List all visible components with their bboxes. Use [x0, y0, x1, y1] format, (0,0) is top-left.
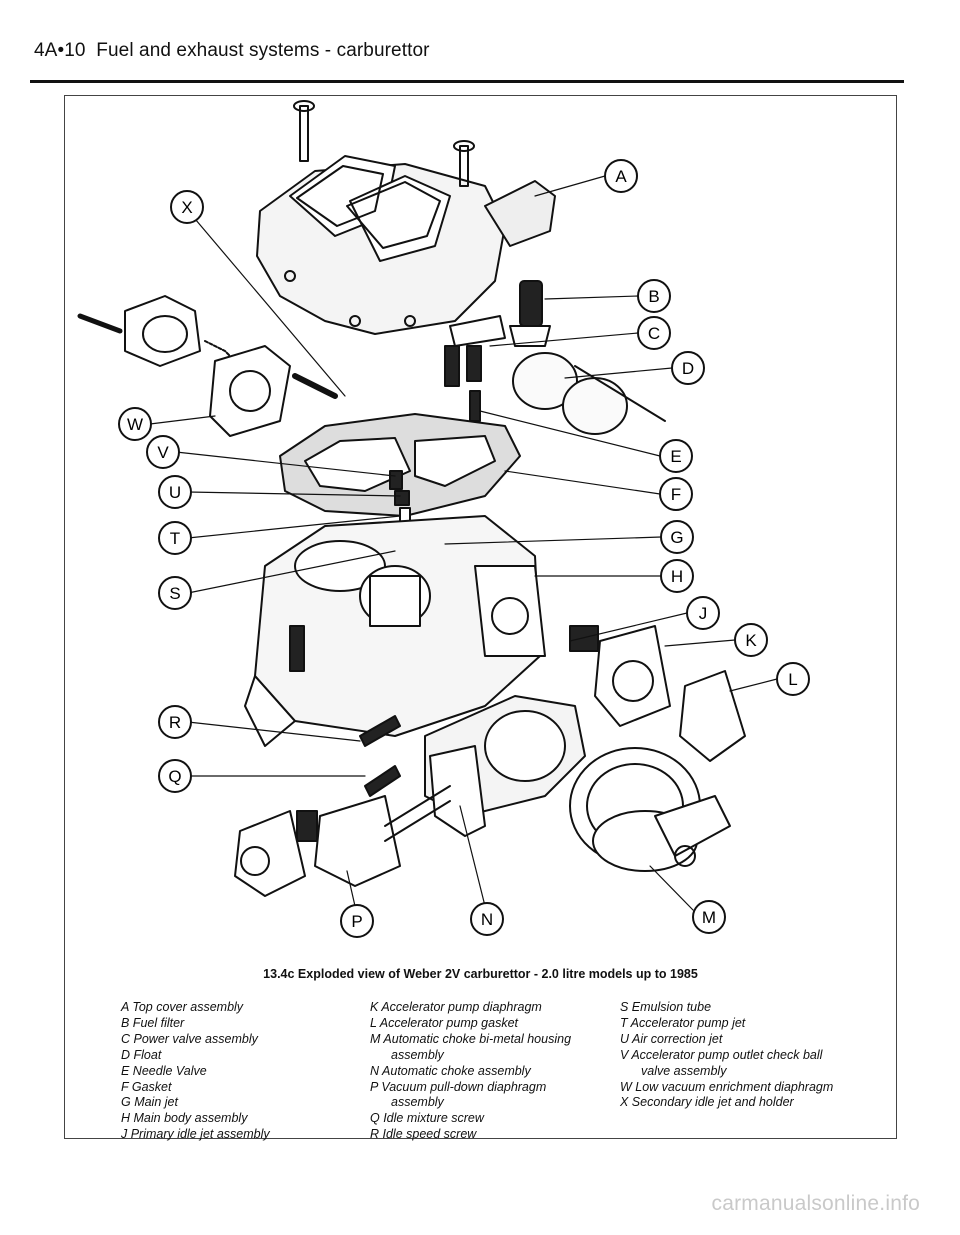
callout-g: G — [660, 520, 694, 554]
legend-item: S Emulsion tube — [620, 1000, 712, 1014]
legend-item: A Top cover assembly — [121, 1000, 244, 1014]
legend-item: R Idle speed screw — [370, 1127, 477, 1142]
svg-text:B: B — [648, 287, 659, 306]
legend-item: W Low vacuum enrichment diaphragm — [620, 1079, 834, 1094]
callout-j: J — [686, 596, 720, 630]
float-part — [512, 352, 666, 435]
legend-item: P Vacuum pull-down diaphragm — [370, 1079, 547, 1094]
callout-u: U — [158, 475, 192, 509]
needle-valve-part — [469, 390, 481, 422]
top-cover-part — [256, 100, 556, 335]
page-number: 4A•10 — [34, 40, 86, 61]
svg-text:G: G — [670, 528, 683, 547]
callout-t: T — [158, 521, 192, 555]
legend-item: N Automatic choke assembly — [370, 1063, 531, 1078]
idle-screws-part — [359, 715, 401, 797]
callout-r: R — [158, 705, 192, 739]
callout-a: A — [604, 159, 638, 193]
callout-p: P — [340, 904, 374, 938]
svg-text:D: D — [682, 359, 694, 378]
svg-text:W: W — [127, 415, 143, 434]
svg-text:H: H — [671, 567, 683, 586]
main-body-part — [244, 515, 546, 747]
callout-c: C — [637, 316, 671, 350]
legend-item: C Power valve assembly — [121, 1031, 258, 1046]
callout-b: B — [637, 279, 671, 313]
callout-h: H — [660, 559, 694, 593]
power-valve-part — [444, 315, 506, 387]
low-vacuum-diaphragm-part — [77, 295, 291, 437]
svg-text:J: J — [699, 604, 708, 623]
callout-x: X — [170, 190, 204, 224]
vacuum-pulldown-part — [234, 785, 451, 897]
watermark: carmanualsonline.info — [711, 1192, 920, 1215]
callout-w: W — [118, 407, 152, 441]
callout-v: V — [146, 435, 180, 469]
svg-text:S: S — [169, 584, 180, 603]
bimetal-housing-part — [569, 747, 731, 872]
svg-text:L: L — [788, 670, 797, 689]
legend-item: K Accelerator pump diaphragm — [370, 1000, 542, 1014]
figure-caption: 13.4c Exploded view of Weber 2V carburet… — [263, 967, 698, 981]
svg-text:Q: Q — [168, 767, 181, 786]
legend-item: M Automatic choke bi-metal housing — [370, 1031, 572, 1046]
svg-text:U: U — [169, 483, 181, 502]
legend-item: valve assembly — [641, 1063, 727, 1078]
legend-item: H Main body assembly — [121, 1111, 248, 1126]
legend-item: B Fuel filter — [121, 1015, 185, 1030]
legend-item: L Accelerator pump gasket — [370, 1015, 518, 1030]
callouts: A B C D E F G H J K L M N P Q R S T U V … — [118, 159, 810, 938]
legend-item: T Accelerator pump jet — [620, 1015, 746, 1030]
legend-item: E Needle Valve — [121, 1063, 207, 1078]
exploded-diagram: A B C D E F G H J K L M N P Q R S T U V … — [77, 100, 810, 938]
callout-m: M — [692, 900, 726, 934]
callout-s: S — [158, 576, 192, 610]
page-title: Fuel and exhaust systems - carburettor — [96, 40, 430, 61]
svg-text:C: C — [648, 324, 660, 343]
legend-item: U Air correction jet — [620, 1031, 723, 1046]
legend-item: Q Idle mixture screw — [370, 1111, 484, 1126]
svg-text:M: M — [702, 908, 716, 927]
svg-text:R: R — [169, 713, 181, 732]
legend-item: assembly — [391, 1095, 444, 1110]
choke-housing-part — [424, 695, 586, 837]
svg-text:T: T — [170, 529, 180, 548]
svg-text:A: A — [615, 167, 627, 186]
fuel-filter-part — [509, 280, 551, 347]
svg-text:P: P — [351, 912, 362, 931]
callout-n: N — [470, 902, 504, 936]
legend-item: G Main jet — [121, 1095, 178, 1110]
callout-q: Q — [158, 759, 192, 793]
svg-text:K: K — [745, 631, 757, 650]
callout-f: F — [659, 477, 693, 511]
svg-text:N: N — [481, 910, 493, 929]
secondary-idle-jet-part — [292, 373, 338, 399]
callout-e: E — [659, 439, 693, 473]
callout-l: L — [776, 662, 810, 696]
svg-text:F: F — [671, 485, 681, 504]
header-rule — [30, 80, 904, 83]
leader-lines — [149, 175, 778, 911]
legend-item: D Float — [121, 1047, 162, 1062]
callout-d: D — [671, 351, 705, 385]
legend-item: J Primary idle jet assembly — [121, 1127, 270, 1142]
legend-item: F Gasket — [121, 1079, 172, 1094]
callout-k: K — [734, 623, 768, 657]
accel-pump-part — [569, 625, 746, 762]
figure-frame: A B C D E F G H J K L M N P Q R S T U V … — [64, 95, 897, 1141]
page-header: 4A•10 Fuel and exhaust systems - carbure… — [34, 40, 430, 62]
svg-text:V: V — [157, 443, 169, 462]
legend-item: V Accelerator pump outlet check ball — [620, 1047, 823, 1062]
svg-text:X: X — [181, 198, 192, 217]
legend-item: X Secondary idle jet and holder — [620, 1095, 794, 1110]
legend-item: assembly — [391, 1047, 444, 1062]
svg-text:E: E — [670, 447, 681, 466]
